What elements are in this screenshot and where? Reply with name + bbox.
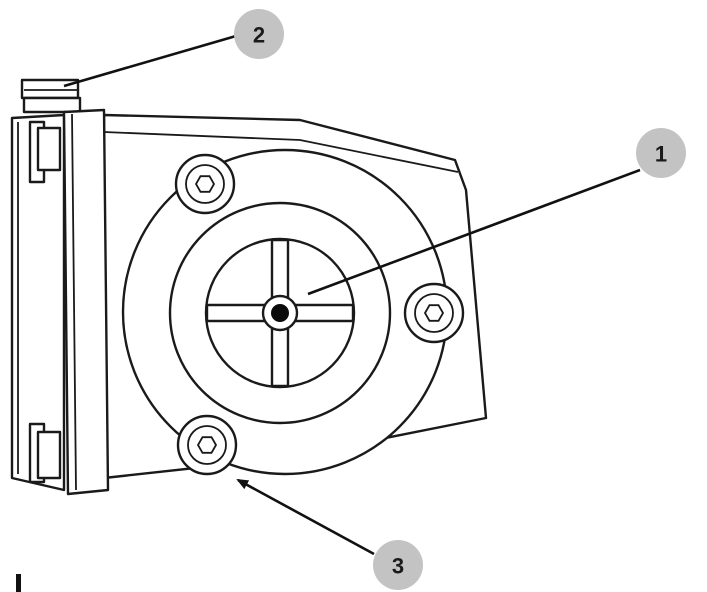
cropped-mark [16, 574, 21, 592]
front-flange [62, 108, 110, 496]
side-body [10, 113, 66, 492]
callout-label-2: 2 [253, 23, 265, 48]
screw-right [403, 282, 465, 344]
bottom-clip [28, 422, 62, 484]
screw-bottom-left [176, 414, 238, 476]
callout-label-3: 3 [392, 554, 404, 579]
leader-line-2 [63, 34, 237, 88]
callout-2: 2 [234, 9, 284, 59]
top-clip [28, 120, 62, 184]
leader-arrow-3 [236, 478, 375, 556]
callout-label-1: 1 [655, 142, 667, 167]
callout-3: 3 [373, 540, 423, 590]
leader-line-1 [307, 168, 641, 296]
callout-1: 1 [636, 128, 686, 178]
cross-vane [205, 238, 355, 388]
screw-top-left [174, 153, 236, 215]
center-hub-icon [271, 304, 289, 322]
